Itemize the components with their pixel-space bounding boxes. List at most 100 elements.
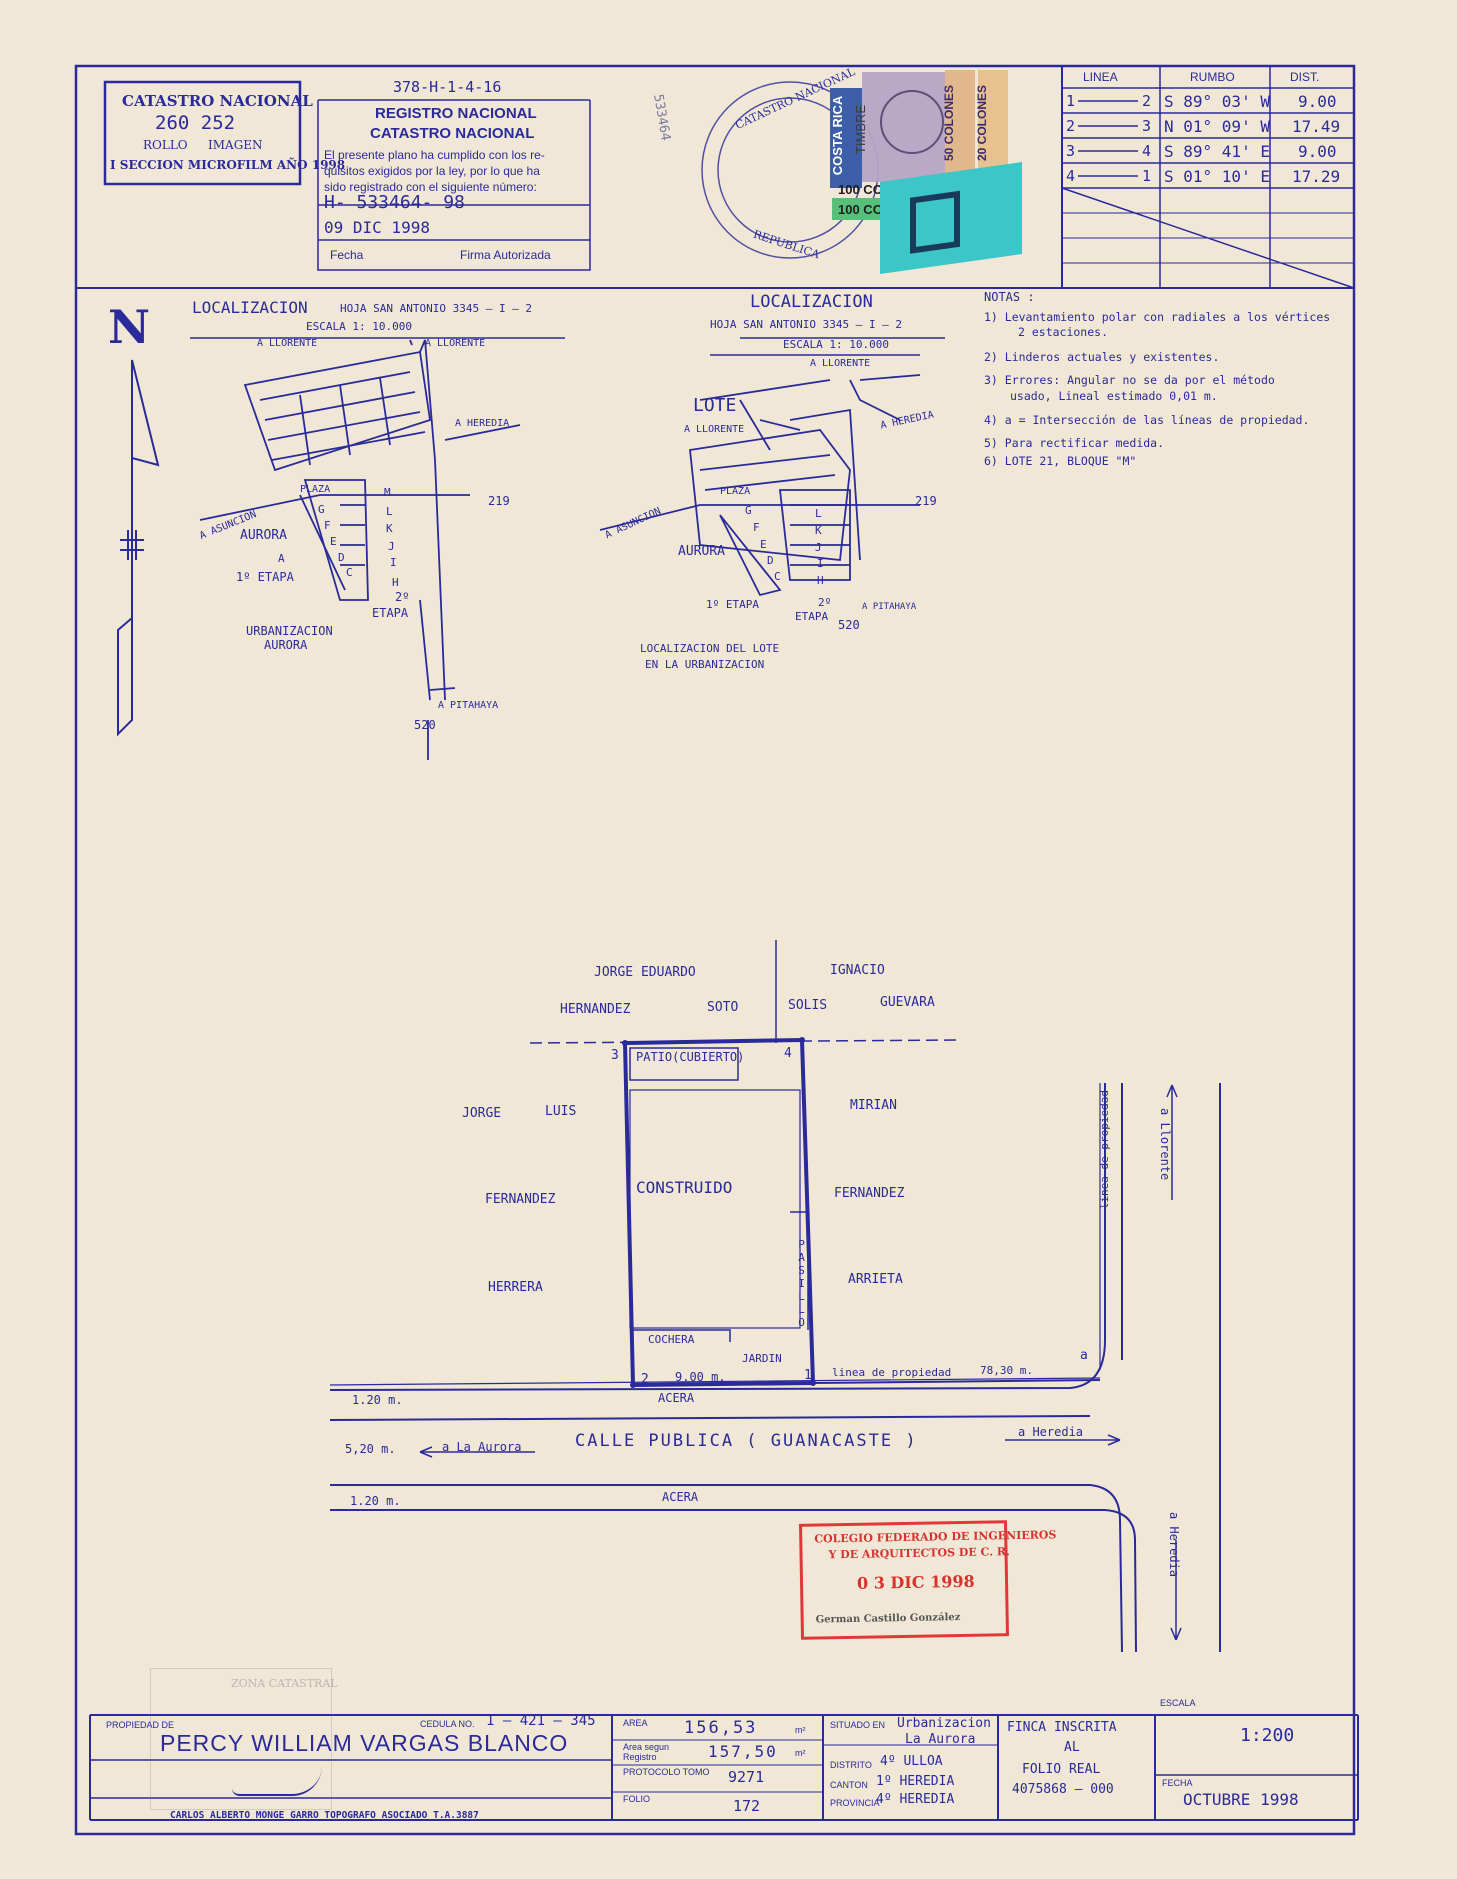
loc2-etapa2b: ETAPA [795,610,829,623]
width-520: 5,20 m. [345,1442,396,1456]
notas-title: NOTAS : [984,290,1035,304]
rumbo-header-linea: LINEA [1083,70,1118,84]
rumbo-row2-dist: 17.49 [1292,117,1341,136]
nota-6: 6) LOTE 21, BLOQUE "M" [984,454,1137,468]
rumbo-row2-from: 2 [1066,117,1076,135]
canton-label: CANTON [830,1780,868,1790]
rumbo-row1-to: 2 [1142,92,1152,110]
rumbo-row2-rumbo: N 01° 09' W [1164,117,1270,136]
loc1-letter-k: K [386,522,393,535]
loc1-a-llorente2: A LLORENTE [425,338,486,349]
loc1-letter-m: M [384,486,391,499]
loc2-etapa2a: 2º [818,596,832,609]
registro-line3: sido registrado con el siguiente número: [324,180,537,194]
rumbo-row1-from: 1 [1066,92,1076,110]
stamp-20-colones: 20 COLONES [975,70,1008,180]
loc1-etapa2b: ETAPA [372,606,409,620]
owner-north2: HERNANDEZ [560,1002,631,1017]
loc1-plaza: PLAZA [300,484,331,495]
rumbo-row3-dist: 9.00 [1298,142,1337,161]
loc1-letter-j: J [388,540,395,553]
rumbo-row4-to: 1 [1142,167,1152,185]
topografo: CARLOS ALBERTO MONGE GARRO TOPOGRAFO ASO… [170,1810,479,1821]
signature-image [232,1766,322,1796]
owner-north6: GUEVARA [880,995,935,1010]
folio-value: 172 [733,1797,761,1815]
protocolo-value: 9271 [728,1768,765,1786]
loc2-caption2: EN LA URBANIZACION [645,658,765,671]
calle-publica: CALLE PUBLICA ( GUANACASTE ) [575,1431,918,1451]
loc2-etapa1: 1º ETAPA [706,598,759,611]
a-heredia-vert: a Heredia [1167,1512,1181,1578]
distrito-label: DISTRITO [830,1760,872,1770]
owner-west3: FERNANDEZ [485,1192,556,1207]
rumbo-row4-from: 4 [1066,167,1076,185]
loc1-etapa2a: 2º [395,590,410,604]
loc2-letter-i: I [817,557,824,570]
construido-label: CONSTRUIDO [636,1178,733,1197]
jardin-label: JARDIN [742,1352,782,1365]
folio-label: FOLIO [623,1794,651,1804]
a-heredia: a Heredia [1018,1425,1084,1439]
nota-1: 1) Levantamiento polar con radiales a lo… [984,310,1331,324]
registro-number: H- 533464- 98 [324,192,465,213]
area-reg-value: 157,50 [708,1742,778,1761]
loc2-letter-j: J [815,541,822,554]
loc1-219: 219 [488,494,510,508]
north-label: N [108,300,151,354]
owner-west1: JORGE [462,1106,502,1121]
vertex-2: 2 [641,1372,649,1387]
registro-date: 09 DIC 1998 [324,218,430,237]
escala-value: 1:200 [1240,1725,1295,1746]
loc2-letter-c: C [774,570,781,583]
nota-1b: 2 estaciones. [1018,325,1109,339]
loc1-letter-h: H [392,576,399,589]
registro-line1: El presente plano ha cumplido con los re… [324,148,545,162]
width-120-bottom: 1.20 m. [350,1494,401,1508]
width-120-top: 1.20 m. [352,1393,403,1407]
fecha-value: OCTUBRE 1998 [1183,1790,1299,1809]
rumbo-row1-rumbo: S 89° 03' W [1164,92,1270,111]
rumbo-row3-rumbo: S 89° 41' E [1164,142,1270,161]
escala-label: ESCALA [1160,1698,1196,1708]
loc2-a-pitahaya: A PITAHAYA [862,602,917,612]
pasillo-label: PASILLO [795,1238,808,1329]
finca1: FINCA INSCRITA [1007,1720,1117,1735]
owner-west4: HERRERA [488,1280,543,1295]
nota-5: 5) Para rectificar medida. [984,436,1165,450]
rumbo-row3-to: 4 [1142,142,1152,160]
loc1-hoja: HOJA SAN ANTONIO 3345 — I — 2 [340,302,533,315]
rumbo-row1-dist: 9.00 [1298,92,1337,111]
provincia-label: PROVINCIA [830,1798,880,1808]
colegio-name: German Castillo González [815,1612,961,1626]
rumbo-header-dist: DIST. [1290,70,1320,84]
catastro-title: CATASTRO NACIONAL [122,92,313,110]
owner-north5: SOLIS [788,998,828,1013]
loc2-hoja: HOJA SAN ANTONIO 3345 — I — 2 [710,318,903,331]
stamp-seal-icon [880,90,944,154]
zona-catastral-stamp: ZONA CATASTRAL [150,1668,338,1810]
cedula-label: CEDULA No. [420,1719,475,1729]
finca2: AL [1064,1740,1080,1755]
cedula-value: 1 — 421 — 345 [486,1713,596,1729]
catastro-number: 260 252 [155,112,236,134]
loc1-letter-e: E [330,535,337,548]
registro-title2: CATASTRO NACIONAL [370,125,535,142]
owner-name: PERCY WILLIAM VARGAS BLANCO [160,1730,569,1756]
fecha-label: Fecha [330,248,364,262]
firma-label: Firma Autorizada [460,248,551,262]
rumbo-row4-dist: 17.29 [1292,167,1341,186]
a-la-aurora: a La Aurora [442,1440,522,1454]
owner-east1: MIRIAN [850,1098,897,1113]
loc1-letter-c: C [346,566,353,579]
loc2-lote: LOTE [693,395,737,416]
dist-7830: 78,30 m. [980,1364,1033,1377]
rumbo-row2-to: 3 [1142,117,1152,135]
cochera-label: COCHERA [648,1333,695,1346]
loc1-a: A [278,552,285,565]
stamp-costa-rica: COSTA RICA [830,88,862,188]
a-llorente-vert: a Llorente [1158,1108,1172,1181]
owner-north3: SOTO [707,1000,739,1015]
distrito-value: 4º ULLOA [880,1754,943,1769]
owner-east3: ARRIETA [848,1272,903,1287]
